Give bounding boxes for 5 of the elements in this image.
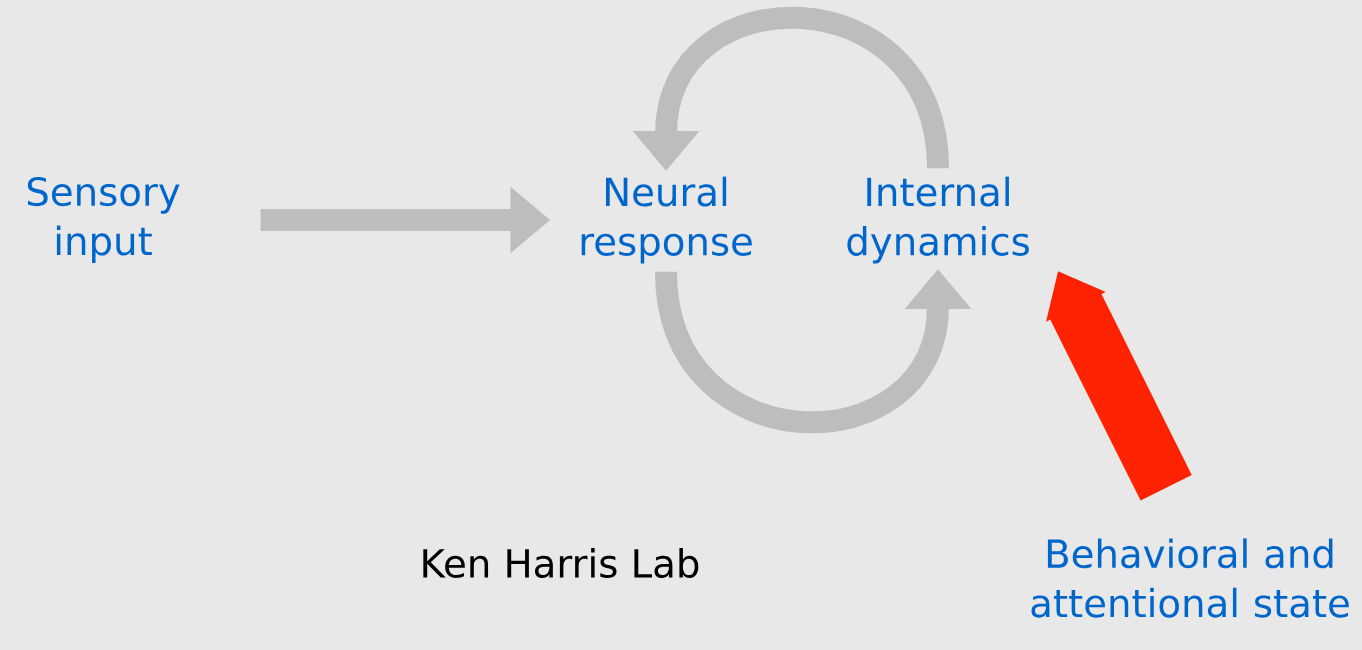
- node-label: Behavioral and attentional state: [1031, 538, 1349, 618]
- text-label: Ken Harris Lab: [423, 548, 699, 578]
- node-label: Neural response: [581, 176, 752, 264]
- node-label: Sensory input: [27, 176, 180, 264]
- node-label: Internal dynamics: [847, 176, 1029, 264]
